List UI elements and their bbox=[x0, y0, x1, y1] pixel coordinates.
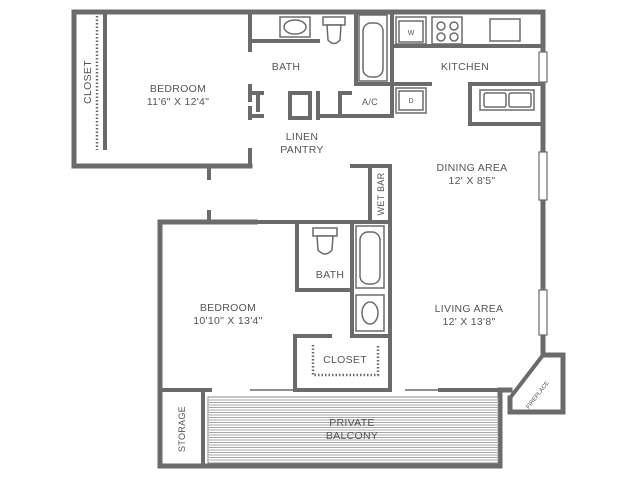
balcony-railing bbox=[207, 396, 499, 464]
kitchen-appliances bbox=[395, 16, 535, 114]
washer-label: W bbox=[408, 30, 415, 37]
bedroom2-dims: 10'10" X 13'4" bbox=[193, 315, 262, 327]
ac-label: A/C bbox=[362, 97, 378, 107]
closet2-label: CLOSET bbox=[323, 354, 367, 366]
bath2-label: BATH bbox=[316, 269, 344, 281]
closet1-label: CLOSET bbox=[82, 60, 94, 104]
balcony-label-2: BALCONY bbox=[326, 430, 378, 442]
balcony-label-1: PRIVATE bbox=[329, 417, 374, 429]
bath1-fixtures bbox=[279, 14, 388, 82]
bedroom1-dims: 11'6" X 12'4" bbox=[147, 96, 209, 108]
living-dims: 12' X 13'8" bbox=[442, 316, 495, 328]
bath1-label: BATH bbox=[272, 61, 300, 73]
bath2-fixtures bbox=[312, 225, 385, 332]
pantry-label: PANTRY bbox=[280, 144, 323, 156]
dining-dims: 12' X 8'5" bbox=[449, 175, 496, 187]
windows bbox=[538, 51, 548, 336]
bedroom2-label: BEDROOM bbox=[200, 302, 256, 314]
linen-label: LINEN bbox=[286, 131, 318, 143]
dryer-label: D bbox=[408, 98, 413, 105]
wet-bar-label: WET BAR bbox=[376, 172, 386, 215]
bedroom1-label: BEDROOM bbox=[150, 83, 206, 95]
living-label: LIVING AREA bbox=[435, 303, 504, 315]
room-labels: BEDROOM 11'6" X 12'4" CLOSET BATH KITCHE… bbox=[82, 30, 551, 452]
interior-walls bbox=[95, 10, 542, 468]
fireplace-label: FIREPLACE bbox=[526, 380, 551, 410]
dining-label: DINING AREA bbox=[437, 162, 508, 174]
storage-label: STORAGE bbox=[177, 406, 187, 452]
kitchen-label: KITCHEN bbox=[441, 61, 489, 73]
